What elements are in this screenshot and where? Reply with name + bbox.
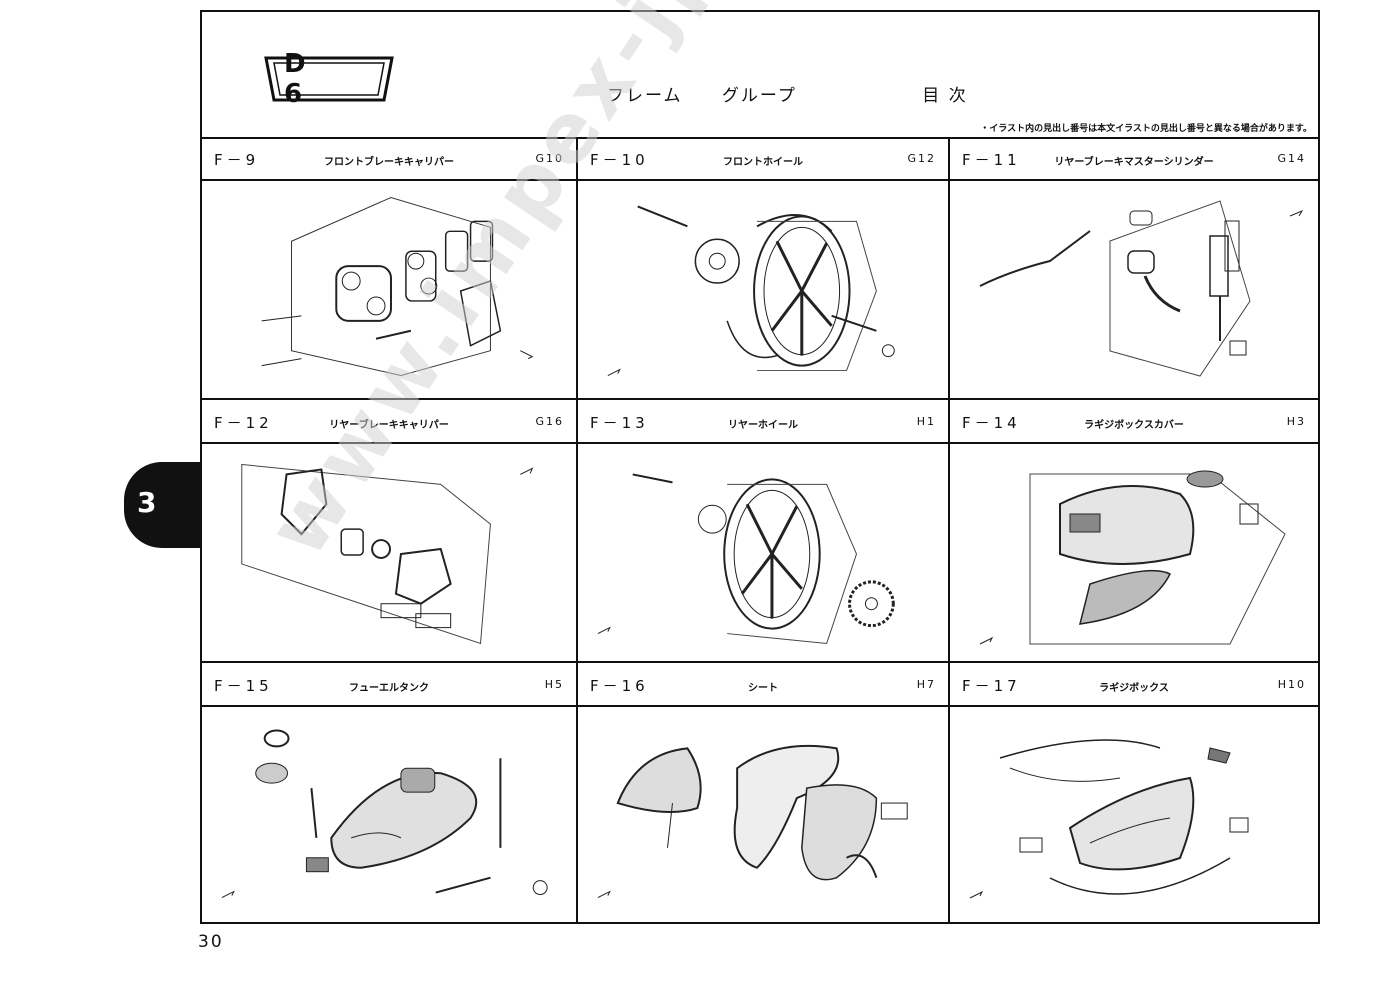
cell-f12[interactable]: F－12 リヤーブレーキキャリパー G16: [202, 400, 578, 663]
cell-f13[interactable]: F－13 リヤーホイール H1: [578, 400, 950, 663]
page-number: 30: [198, 932, 224, 952]
title-frame: フレーム: [607, 86, 683, 106]
luggage-box-diagram: [950, 707, 1318, 922]
cell-f11[interactable]: F－11 リヤーブレーキマスターシリンダー G14: [950, 137, 1318, 400]
cell-header: F－15 フューエルタンク H5: [202, 663, 576, 707]
cell-header: F－17 ラギジボックス H10: [950, 663, 1318, 707]
cell-page-ref: H5: [544, 678, 564, 691]
cell-name: ラギジボックスカバー: [1084, 420, 1184, 431]
cell-f10[interactable]: F－10 フロントホイール G12: [578, 137, 950, 400]
cell-header: F－14 ラギジボックスカバー H3: [950, 400, 1318, 444]
cell-code: F－14: [962, 414, 1021, 432]
cell-f9[interactable]: F－9 フロントブレーキキャリパー G10: [202, 137, 578, 400]
page-header: D 6 フレーム グループ 目 次 ・イラスト内の見出し番号は本文イラストの見出…: [202, 12, 1318, 139]
luggage-box-cover-diagram: [950, 444, 1318, 661]
seat-diagram: [578, 707, 948, 922]
section-tab: [124, 462, 200, 548]
cell-code: F－10: [590, 151, 649, 169]
master-cylinder-illustration-icon: [979, 200, 1304, 377]
cell-name: フューエルタンク: [349, 683, 429, 694]
parts-grid: F－9 フロントブレーキキャリパー G10: [202, 137, 1318, 922]
rear-wheel-illustration-icon: [597, 473, 895, 645]
cell-code: F－13: [590, 414, 649, 432]
badge-label: D 6: [284, 49, 340, 109]
cell-page-ref: H1: [916, 415, 936, 428]
cell-header: F－12 リヤーブレーキキャリパー G16: [202, 400, 576, 444]
cell-name: リヤーホイール: [728, 420, 798, 431]
cell-f15[interactable]: F－15 フューエルタンク H5: [202, 663, 578, 922]
title-contents: 目 次: [922, 86, 968, 106]
cell-code: F－17: [962, 677, 1021, 695]
cell-page-ref: H3: [1286, 415, 1306, 428]
parts-catalog-frame: D 6 フレーム グループ 目 次 ・イラスト内の見出し番号は本文イラストの見出…: [200, 10, 1320, 924]
cell-name: リヤーブレーキマスターシリンダー: [1054, 157, 1214, 168]
rear-brake-caliper-diagram: [202, 444, 576, 661]
cell-f16[interactable]: F－16 シート H7: [578, 663, 950, 922]
caliper-illustration-icon: [261, 196, 534, 377]
cell-header: F－11 リヤーブレーキマスターシリンダー G14: [950, 137, 1318, 181]
cell-header: F－13 リヤーホイール H1: [578, 400, 948, 444]
front-brake-caliper-diagram: [202, 181, 576, 398]
cell-page-ref: G14: [1277, 152, 1306, 165]
header-note: ・イラスト内の見出し番号は本文イラストの見出し番号と異なる場合があります。: [980, 124, 1312, 134]
cell-header: F－10 フロントホイール G12: [578, 137, 948, 181]
cell-code: F－16: [590, 677, 649, 695]
page-title: フレーム グループ 目 次: [607, 81, 968, 106]
cell-name: リヤーブレーキキャリパー: [329, 420, 449, 431]
cell-name: フロントブレーキキャリパー: [324, 157, 454, 168]
cell-code: F－15: [214, 677, 273, 695]
cell-page-ref: H7: [916, 678, 936, 691]
seat-illustration-icon: [597, 744, 908, 898]
box-cover-illustration-icon: [979, 470, 1286, 645]
fuel-tank-illustration-icon: [221, 729, 548, 899]
cell-f17[interactable]: F－17 ラギジボックス H10: [950, 663, 1318, 922]
cell-name: シート: [748, 683, 778, 694]
wheel-illustration-icon: [607, 205, 895, 376]
section-number: 3: [137, 486, 157, 519]
luggage-box-illustration-icon: [969, 739, 1249, 899]
fuel-tank-diagram: [202, 707, 576, 922]
cell-header: F－16 シート H7: [578, 663, 948, 707]
cell-page-ref: G16: [535, 415, 564, 428]
cell-name: フロントホイール: [723, 157, 803, 168]
rear-caliper-illustration-icon: [241, 463, 534, 645]
rear-master-cylinder-diagram: [950, 181, 1318, 398]
rear-wheel-diagram: [578, 444, 948, 661]
front-wheel-diagram: [578, 181, 948, 398]
cell-code: F－11: [962, 151, 1021, 169]
cell-page-ref: H10: [1277, 678, 1306, 691]
badge-frame-icon: [264, 56, 394, 102]
section-badge: D 6: [260, 49, 398, 109]
cell-page-ref: G12: [907, 152, 936, 165]
cell-name: ラギジボックス: [1099, 683, 1169, 694]
title-group: グループ: [721, 86, 797, 106]
cell-page-ref: G10: [535, 152, 564, 165]
cell-header: F－9 フロントブレーキキャリパー G10: [202, 137, 576, 181]
cell-f14[interactable]: F－14 ラギジボックスカバー H3: [950, 400, 1318, 663]
cell-code: F－12: [214, 414, 273, 432]
cell-code: F－9: [214, 151, 260, 169]
